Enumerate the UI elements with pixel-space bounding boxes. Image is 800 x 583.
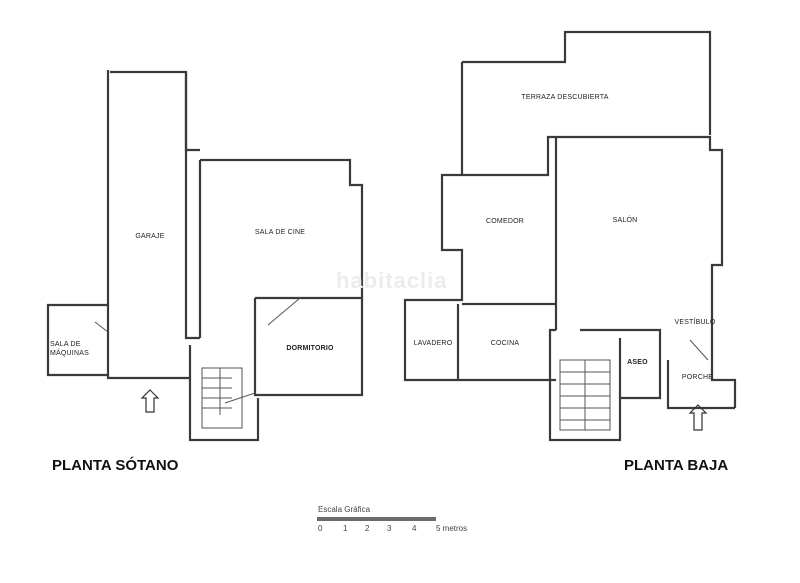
scale-tick: 5 metros: [436, 524, 468, 533]
scale-title: Escala Gráfica: [318, 505, 371, 514]
floor-title-baja: PLANTA BAJA: [624, 457, 729, 474]
room-label-comedor: COMEDOR: [486, 218, 524, 225]
room-label-salon: SALÓN: [612, 217, 638, 224]
room-label-garaje: GARAJE: [135, 233, 165, 240]
entry-arrow-baja: [688, 404, 708, 431]
room-label-dormitorio: DORMITORIO: [286, 345, 334, 352]
floor-title-sotano: PLANTA SÓTANO: [52, 457, 179, 474]
room-label-lavadero: LAVADERO: [413, 340, 453, 347]
watermark: habitaclia: [336, 268, 448, 293]
room-label-sala-maquinas: SALA DE MÁQUINAS: [50, 341, 89, 357]
scale-tick: 1: [343, 524, 348, 533]
room-label-vestibulo: VESTÍBULO: [674, 319, 716, 326]
scale-tick: 0: [318, 524, 323, 533]
room-label-cocina: COCINA: [490, 340, 520, 347]
scale-tick: 4: [412, 524, 417, 533]
room-label-terraza: TERRAZA DESCUBIERTA: [521, 94, 609, 101]
room-label-aseo: ASEO: [627, 359, 648, 366]
scale-tick: 3: [387, 524, 392, 533]
room-label-porche: PORCHE: [681, 374, 714, 381]
planta-baja-walls: [403, 30, 737, 442]
planta-sotano-walls: [46, 70, 364, 442]
entry-arrow-sotano: [140, 389, 160, 413]
room-label-sala-cine: SALA DE CINE: [254, 229, 306, 236]
scale-tick: 2: [365, 524, 370, 533]
scale-bar: [317, 517, 436, 521]
